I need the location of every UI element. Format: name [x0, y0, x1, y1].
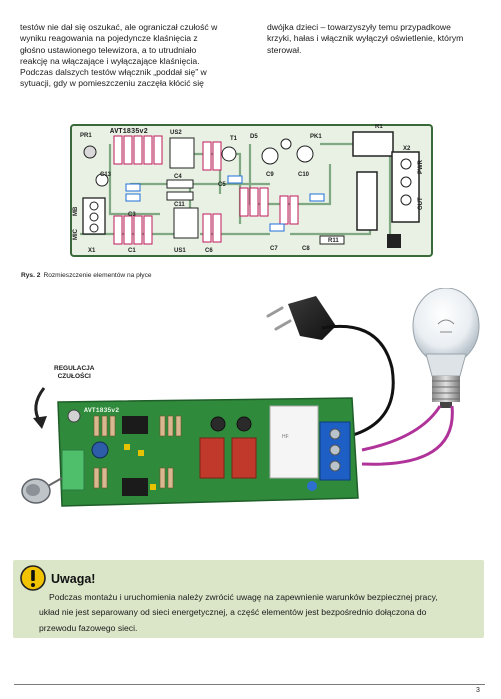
- svg-text:T1: T1: [230, 136, 238, 142]
- svg-text:PWR: PWR: [418, 159, 424, 174]
- caption-text: Rozmieszczenie elementów na płyce: [43, 272, 152, 279]
- svg-text:R1: R1: [375, 124, 383, 130]
- svg-text:X2: X2: [403, 146, 411, 152]
- svg-text:C4: C4: [174, 174, 182, 180]
- warning-line: układ nie jest separowany od sieci energ…: [39, 607, 427, 618]
- svg-text:MIC: MIC: [73, 228, 79, 240]
- warning-title: Uwaga!: [51, 572, 96, 586]
- assembled-board-photo: AVT1835v2 HF: [0, 287, 501, 538]
- svg-text:C3: C3: [128, 212, 136, 218]
- svg-text:PK1: PK1: [310, 134, 322, 140]
- board-silk-title: AVT1835v2: [84, 407, 119, 414]
- svg-text:C10: C10: [298, 172, 310, 178]
- svg-text:C13: C13: [100, 172, 112, 178]
- article-column-left: testów nie dał się oszukać, ale ogranicz…: [20, 22, 235, 90]
- svg-text:X1: X1: [88, 248, 96, 254]
- text-line: sytuacji, gdy w pomieszczeniu zaczęła kł…: [20, 78, 204, 89]
- svg-text:MB: MB: [73, 206, 79, 216]
- light-bulb: [412, 287, 480, 408]
- board-photo-illustration: AVT1835v2 HF: [21, 287, 480, 507]
- warning-line: przewodu fazowego sieci.: [39, 622, 138, 633]
- svg-text:PR1: PR1: [80, 133, 92, 139]
- sensitivity-label-line2: CZUŁOŚCI: [57, 373, 91, 380]
- text-line: dwójka dzieci – towarzyszyły temu przypa…: [267, 22, 451, 32]
- svg-text:OUT: OUT: [418, 197, 424, 210]
- svg-text:D5: D5: [250, 134, 258, 140]
- caption-label: Rys. 2: [21, 272, 41, 279]
- svg-text:C6: C6: [205, 248, 213, 254]
- svg-text:C9: C9: [266, 172, 274, 178]
- svg-text:US1: US1: [174, 248, 186, 254]
- svg-text:C8: C8: [302, 246, 310, 252]
- text-line: wyniku reagowania na pojedyncze klaśnięc…: [20, 33, 198, 44]
- svg-text:C7: C7: [270, 246, 278, 252]
- microphone: [21, 477, 63, 504]
- svg-text:HF: HF: [282, 434, 289, 440]
- svg-text:C5: C5: [218, 182, 226, 188]
- exclamation-warning-icon: [20, 565, 46, 591]
- svg-text:C11: C11: [174, 202, 185, 208]
- text-line: Podczas dalszych testów włącznik „poddał…: [20, 67, 207, 78]
- text-line: reakcję na włączające i wyłączające klaś…: [20, 55, 200, 66]
- article-column-right: dwójka dzieci – towarzyszyły temu przypa…: [267, 22, 482, 56]
- pcb-board: AVT1835v2 HF: [57, 397, 359, 507]
- sensitivity-label-line1: REGULACJA: [54, 365, 95, 372]
- text-line: sterował.: [267, 44, 302, 55]
- text-line: głośno ustawionego telewizora, a to utru…: [20, 44, 197, 55]
- pcb-board-title: AVT1835v2: [110, 128, 148, 136]
- svg-text:US2: US2: [170, 130, 182, 136]
- pcb-layout-figure: PR1 AVT1835v2 US2 T1 D5 PK1 R1 X2 PWR OU…: [70, 124, 433, 257]
- warning-text: Podczas montażu i uruchomienia należy zw…: [39, 590, 471, 636]
- text-line: krzyki, hałas i włącznik wyłączył oświet…: [267, 33, 464, 44]
- text-line: testów nie dał się oszukać, ale ogranicz…: [20, 22, 218, 32]
- footer-divider: [14, 684, 485, 685]
- svg-text:C1: C1: [128, 248, 136, 254]
- sensitivity-label: REGULACJA CZUŁOŚCI: [54, 365, 94, 381]
- pcb-layout-drawing: PR1 AVT1835v2 US2 T1 D5 PK1 R1 X2 PWR OU…: [70, 124, 433, 257]
- warning-box: [13, 560, 484, 638]
- page-number: 3: [476, 687, 480, 694]
- warning-line: Podczas montażu i uruchomienia należy zw…: [49, 592, 438, 602]
- svg-text:R11: R11: [328, 238, 339, 244]
